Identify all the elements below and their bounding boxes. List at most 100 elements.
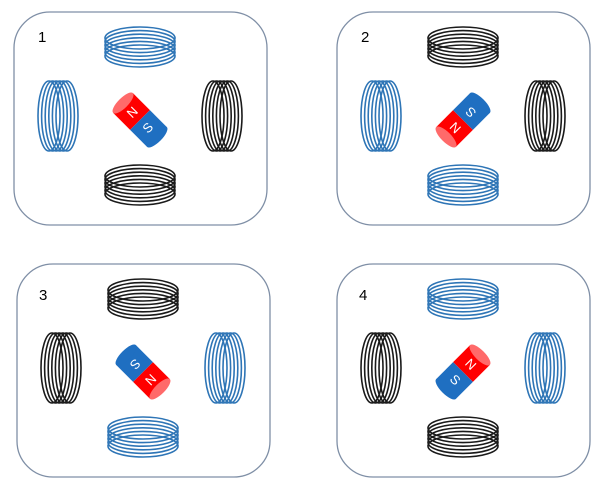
coil-turn xyxy=(107,419,179,444)
coil-turn xyxy=(542,80,566,152)
magnet-north-half xyxy=(436,110,473,147)
coil-turn xyxy=(427,430,499,455)
coil-turn xyxy=(107,434,179,458)
coil-turn xyxy=(427,182,499,206)
coil-turn xyxy=(43,332,68,404)
coil-turn xyxy=(222,332,246,404)
panel-4: 4 N S xyxy=(336,263,591,478)
coil-turn xyxy=(212,80,236,152)
coil-turn xyxy=(211,332,235,404)
coil-turn xyxy=(104,26,176,50)
coil-turn xyxy=(58,332,82,404)
coil-turn xyxy=(427,164,499,188)
magnet-north-half xyxy=(453,345,490,382)
coil-turn xyxy=(427,288,499,313)
coil-turn xyxy=(427,419,499,444)
panel-number: 3 xyxy=(39,287,47,304)
magnet-north-end xyxy=(469,344,491,366)
coil-top xyxy=(104,26,176,68)
magnet-south-end xyxy=(146,126,168,148)
coil-turn xyxy=(427,281,499,306)
coil-turn xyxy=(427,29,499,54)
coil-turn xyxy=(104,164,176,188)
coil-turn xyxy=(427,278,499,302)
coil-turn xyxy=(427,36,499,61)
coil-turn xyxy=(104,40,176,65)
coil-turn xyxy=(378,80,402,152)
coil-turn xyxy=(107,430,179,455)
coil-turn xyxy=(215,80,240,152)
coil-turn xyxy=(40,80,65,152)
coil-turn xyxy=(218,332,243,404)
coil-turn xyxy=(219,80,243,152)
coil-turn xyxy=(107,423,179,447)
coil-turn xyxy=(538,80,563,152)
coil-bottom xyxy=(427,416,499,458)
coil-turn xyxy=(427,178,499,203)
coil-turn xyxy=(427,26,499,50)
coil-turn xyxy=(104,175,176,199)
coil-left xyxy=(37,80,79,152)
coil-turn xyxy=(427,40,499,65)
coil-top xyxy=(427,26,499,68)
coil-turn xyxy=(427,434,499,458)
panel-3: 3 N S xyxy=(16,263,271,478)
coil-turn xyxy=(107,416,179,440)
coil-turn xyxy=(535,80,559,152)
coil-turn xyxy=(104,182,176,206)
panel-number: 2 xyxy=(361,29,369,46)
coil-turn xyxy=(363,80,388,152)
coil-turn xyxy=(427,285,499,310)
magnet: N S xyxy=(112,92,168,148)
coil-turn xyxy=(204,80,229,152)
coil-right xyxy=(524,332,566,404)
coil-turn xyxy=(107,278,179,302)
magnet-north-end xyxy=(112,92,134,114)
coil-bottom xyxy=(104,164,176,206)
coil-turn xyxy=(47,80,72,152)
coil-turn xyxy=(531,332,555,404)
coil-turn xyxy=(367,332,392,404)
coil-turn xyxy=(104,44,176,68)
coil-turn xyxy=(542,332,566,404)
coil-turn xyxy=(367,80,392,152)
coil-turn xyxy=(47,332,72,404)
coil-turn xyxy=(370,332,395,404)
coil-turn xyxy=(104,167,176,192)
coil-turn xyxy=(201,80,225,152)
coil-bottom xyxy=(107,416,179,458)
magnet-north-end xyxy=(149,378,171,400)
panel-number: 4 xyxy=(359,287,367,304)
coil-right xyxy=(204,332,246,404)
coil-turn xyxy=(107,427,179,451)
coil-turn xyxy=(531,80,555,152)
coil-turn xyxy=(104,178,176,203)
magnet-south-half xyxy=(453,93,490,130)
coil-turn xyxy=(370,80,395,152)
coil-turn xyxy=(104,36,176,61)
magnet-north-half xyxy=(133,362,170,399)
coil-turn xyxy=(107,281,179,306)
coil-top xyxy=(427,278,499,320)
coil-turn xyxy=(204,332,228,404)
magnet-south-half xyxy=(130,110,167,147)
coil-turn xyxy=(527,80,552,152)
magnet-south-half xyxy=(436,362,473,399)
panel-number: 1 xyxy=(38,29,46,46)
coil-turn xyxy=(104,171,176,195)
coil-turn xyxy=(44,80,69,152)
coil-turn xyxy=(363,332,388,404)
coil-turn xyxy=(535,332,559,404)
coil-turn xyxy=(378,332,402,404)
coil-turn xyxy=(527,332,552,404)
magnet-south-end xyxy=(469,92,491,114)
coil-turn xyxy=(538,332,563,404)
magnet-south-end xyxy=(115,344,137,366)
coil-turn xyxy=(54,332,79,404)
panel-1: 1 N S xyxy=(13,11,268,226)
coil-turn xyxy=(208,80,232,152)
magnet-south-end xyxy=(435,378,457,400)
magnet-north-end xyxy=(435,126,457,148)
coil-left xyxy=(360,332,402,404)
